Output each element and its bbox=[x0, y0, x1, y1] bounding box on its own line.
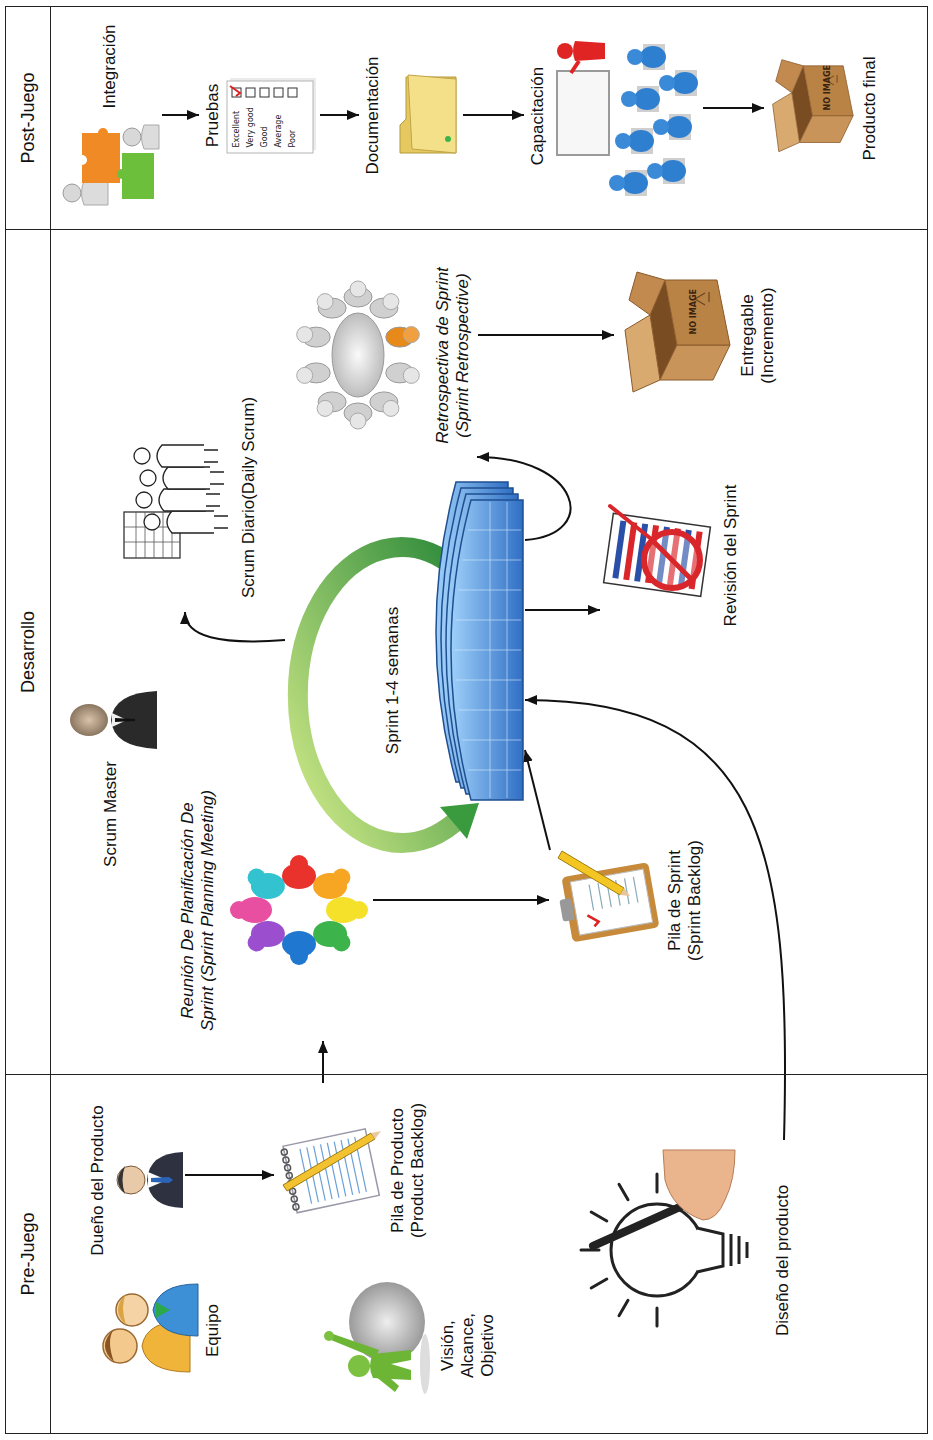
node-label: Producto final bbox=[860, 57, 880, 161]
illustration: NO IMAGE bbox=[615, 271, 735, 401]
flow-arrow bbox=[322, 1041, 324, 1083]
illustration-art bbox=[280, 281, 430, 431]
icon-node: NO IMAGE Entregable (Incremento) bbox=[615, 261, 781, 411]
icon-node: NO IMAGE Producto final bbox=[765, 39, 883, 179]
icon-node: Scrum Master bbox=[65, 671, 157, 886]
sprint-cycle-art bbox=[285, 476, 525, 856]
icon-text: Average bbox=[274, 115, 283, 148]
flow-arrow bbox=[185, 1174, 274, 1176]
illustration bbox=[585, 1151, 770, 1371]
node-label: Integración bbox=[100, 24, 120, 108]
illustration-art bbox=[386, 72, 461, 160]
icon-node: Dueño del Producto bbox=[85, 1096, 183, 1266]
icon-node: Pila de Sprint (Sprint Backlog) bbox=[550, 826, 708, 976]
illustration-art bbox=[315, 1281, 435, 1411]
illustration-art bbox=[765, 59, 857, 159]
illustration-art bbox=[60, 119, 160, 211]
icon-node: Equipo bbox=[90, 1271, 226, 1391]
flow-arrow bbox=[703, 107, 764, 109]
illustration bbox=[551, 19, 701, 214]
band-header: Pre-Juego bbox=[6, 1075, 51, 1433]
illustration-art bbox=[221, 856, 371, 966]
node-label: Visión, Alcance, Objetivo bbox=[438, 1313, 498, 1378]
icon-node: Capacitación bbox=[525, 14, 701, 219]
node-label: Scrum Diario(Daily Scrum) bbox=[239, 397, 259, 598]
icon-node: Diseño del producto bbox=[585, 1141, 796, 1381]
cycle-label: Sprint 1-4 semanas bbox=[383, 596, 403, 766]
illustration-art bbox=[90, 1281, 200, 1381]
flow-arrow bbox=[373, 899, 549, 901]
node-label: Entregable (Incremento) bbox=[738, 261, 778, 411]
node-label: Reunión De Planificación De Sprint (Spri… bbox=[178, 781, 218, 1041]
icon-node: Scrum Diario(Daily Scrum) bbox=[118, 383, 262, 613]
illustration bbox=[275, 1116, 385, 1226]
icon-node: Visión, Alcance, Objetivo bbox=[315, 1276, 501, 1416]
node-label: Pila de Sprint (Sprint Backlog) bbox=[665, 826, 705, 976]
icon-node: Pruebas Excellent Very good Good Average Poor bbox=[200, 51, 318, 181]
icon-text: Good bbox=[260, 126, 269, 147]
flow-arrow bbox=[185, 612, 285, 641]
illustration-art bbox=[275, 1116, 385, 1226]
icon-node: Revisión del Sprint bbox=[600, 461, 744, 651]
icon-text: NO IMAGE bbox=[823, 65, 832, 110]
illustration bbox=[386, 72, 461, 160]
node-label: Pruebas bbox=[203, 84, 223, 147]
band-header: Desarrollo bbox=[6, 230, 51, 1074]
illustration bbox=[221, 856, 371, 966]
flow-arrow bbox=[463, 114, 524, 116]
icon-text: NO IMAGE bbox=[689, 289, 698, 334]
node-label: Pila de Producto (Product Backlog) bbox=[388, 1086, 428, 1256]
flow-arrow bbox=[478, 334, 614, 336]
illustration-art bbox=[118, 433, 236, 563]
illustration bbox=[65, 689, 157, 751]
node-label: Diseño del producto bbox=[773, 1185, 793, 1336]
sprint-cycle: Sprint 1-4 semanas bbox=[285, 476, 525, 856]
illustration-art bbox=[111, 1151, 183, 1211]
illustration: NO IMAGE bbox=[765, 59, 857, 159]
phase-band: Post-Juego IntegraciónPruebas Excellent Ver… bbox=[5, 6, 928, 230]
phase-band: Pre-JuegoEquipo Dueño del ProductoVisión,… bbox=[5, 1074, 928, 1434]
icon-text: Very good bbox=[246, 107, 255, 147]
icon-text: Poor bbox=[288, 130, 297, 148]
illustration-art bbox=[550, 851, 662, 951]
illustration bbox=[280, 281, 430, 431]
illustration-art bbox=[585, 1151, 770, 1371]
icon-text: Excellent bbox=[232, 111, 241, 148]
illustration bbox=[315, 1281, 435, 1411]
node-label: Equipo bbox=[203, 1304, 223, 1357]
node-label: Revisión del Sprint bbox=[721, 485, 741, 627]
node-label: Documentación bbox=[363, 56, 383, 174]
illustration bbox=[90, 1281, 200, 1381]
icon-node: Retrospectiva de Sprint (Sprint Retrospe… bbox=[280, 246, 476, 466]
illustration bbox=[118, 433, 236, 563]
node-label: Retrospectiva de Sprint (Sprint Retrospe… bbox=[433, 246, 473, 466]
illustration bbox=[60, 119, 160, 211]
illustration-art bbox=[551, 19, 701, 214]
illustration: Excellent Very good Good Average Poor bbox=[226, 76, 318, 156]
flow-arrow bbox=[525, 609, 600, 611]
illustration bbox=[550, 851, 662, 951]
flow-arrow bbox=[320, 114, 359, 116]
flow-arrow bbox=[525, 750, 550, 850]
flow-arrow bbox=[162, 114, 199, 116]
node-label: Dueño del Producto bbox=[88, 1105, 108, 1255]
illustration-art bbox=[65, 689, 157, 751]
illustration bbox=[600, 501, 718, 611]
illustration-art bbox=[615, 271, 735, 401]
illustration bbox=[111, 1151, 183, 1211]
illustration-art bbox=[600, 501, 718, 611]
node-label: Capacitación bbox=[528, 67, 548, 165]
band-header: Post-Juego bbox=[6, 7, 51, 229]
phase-band: DesarrolloScrum Master Reunión De Planifi… bbox=[5, 229, 928, 1075]
icon-node: Integración bbox=[60, 13, 160, 223]
icon-node: Documentación bbox=[360, 26, 461, 206]
icon-node: Pila de Producto (Product Backlog) bbox=[275, 1086, 431, 1256]
node-label: Scrum Master bbox=[101, 761, 121, 867]
